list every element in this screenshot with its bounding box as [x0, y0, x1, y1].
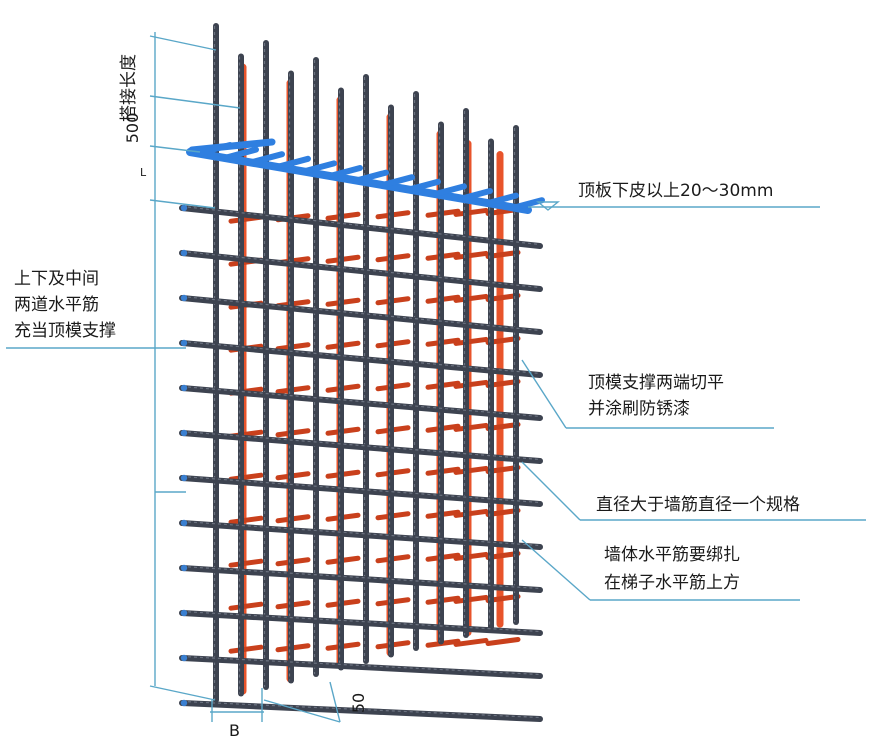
ladder-rung	[485, 636, 521, 646]
ladder-rung	[453, 594, 489, 604]
bind-label-line2: 在梯子水平筋上方	[604, 573, 740, 593]
horizontal-rebars	[179, 204, 543, 722]
dim-b-label: B	[229, 721, 240, 740]
ladder-rung	[453, 336, 489, 346]
horizontal-rebar	[179, 340, 543, 378]
rebar-end-cap	[180, 429, 188, 437]
spacer-cross-bar	[327, 165, 363, 179]
ladder-rung	[453, 293, 489, 303]
dim-50-slant	[263, 699, 341, 723]
rebar-end-cap	[180, 519, 188, 527]
horizontal-rebar	[179, 385, 543, 421]
rebar-end-cap	[180, 204, 188, 212]
cut-label-line1: 顶模支撑两端切平	[588, 373, 724, 393]
rebar-end-cap	[180, 699, 188, 707]
leader-and-dimension-lines	[6, 32, 866, 723]
horizontal-rebar	[179, 475, 543, 507]
ladder-rung	[228, 644, 264, 654]
dim-500-label: 500	[123, 113, 142, 144]
dim-500-tick	[149, 145, 201, 153]
horizontal-rebar	[179, 295, 543, 335]
spacer-cross-bar	[223, 146, 259, 161]
spacer-cross-bar	[457, 188, 493, 202]
ladder-rung	[228, 601, 264, 611]
elevation-marker	[536, 201, 560, 211]
support-label-line1: 上下及中间	[14, 269, 99, 289]
rebar-end-cap	[180, 564, 188, 572]
ladder-rung	[453, 379, 489, 389]
ladder-rung	[228, 558, 264, 568]
horizontal-rebar	[179, 610, 543, 636]
spacer-cross-bar	[405, 178, 441, 193]
ladder-rung	[453, 422, 489, 432]
spacer-cross-bar	[249, 151, 285, 166]
vertical-rebars	[213, 23, 519, 703]
lap-length-label: 搭接长度	[119, 54, 139, 122]
dim-l-tick	[149, 199, 216, 209]
dim-50-tick	[329, 681, 341, 723]
horizontal-rebar	[179, 520, 543, 550]
horizontal-rebar	[179, 430, 543, 464]
diameter-label: 直径大于墙筋直径一个规格	[596, 495, 800, 515]
horizontal-rebar	[179, 565, 543, 593]
horizontal-rebar-rib	[181, 205, 541, 246]
rebar-end-cap	[180, 609, 188, 617]
rebar-end-cap	[180, 294, 188, 302]
spacer-cross-bar	[301, 160, 337, 175]
horizontal-rebar	[179, 250, 543, 292]
ladder-rung	[453, 250, 489, 260]
ladder-rung	[453, 207, 489, 217]
rebar-end-cap	[180, 654, 188, 662]
bind-leader-slant	[521, 539, 591, 601]
spacer-cross-bar	[275, 155, 311, 170]
cut-leader-slant	[521, 359, 567, 429]
ladder-rung	[453, 551, 489, 561]
dim-l-label: L	[140, 166, 147, 179]
top-slab-label: 顶板下皮以上20～30mm	[578, 181, 773, 201]
diameter-leader-slant	[521, 461, 581, 521]
ladder-rung	[228, 515, 264, 525]
horizontal-rebar	[179, 655, 543, 679]
ladder-rung	[453, 465, 489, 475]
spacer-cross-bar	[431, 183, 467, 198]
spacer-cross-bar	[379, 174, 415, 189]
top-formwork-spacers	[186, 138, 545, 214]
lap-top-tick	[149, 35, 217, 51]
rebar-end-cap	[180, 384, 188, 392]
rebar-end-cap	[180, 249, 188, 257]
horizontal-rebar	[179, 205, 543, 249]
bottom-tick	[149, 685, 216, 701]
dim-50-label: 50	[349, 693, 368, 713]
support-label-line3: 充当顶模支撑	[14, 321, 116, 341]
cut-label-line2: 并涂刷防锈漆	[588, 399, 690, 419]
rebar-end-cap	[180, 474, 188, 482]
ladder-rung	[228, 472, 264, 482]
support-label-line2: 两道水平筋	[14, 295, 99, 315]
spacer-end-bar	[188, 138, 276, 154]
spacer-cross-bar	[483, 192, 519, 207]
ladder-rung	[453, 637, 489, 647]
ladder-rung	[453, 508, 489, 518]
horizontal-rebar	[179, 700, 543, 722]
rebar-end-cap	[180, 339, 188, 347]
spacer-cross-bar	[353, 169, 389, 184]
lap-bottom-tick	[149, 95, 241, 109]
bind-label-line1: 墙体水平筋要绑扎	[604, 545, 740, 565]
ladder-bars	[228, 63, 521, 695]
